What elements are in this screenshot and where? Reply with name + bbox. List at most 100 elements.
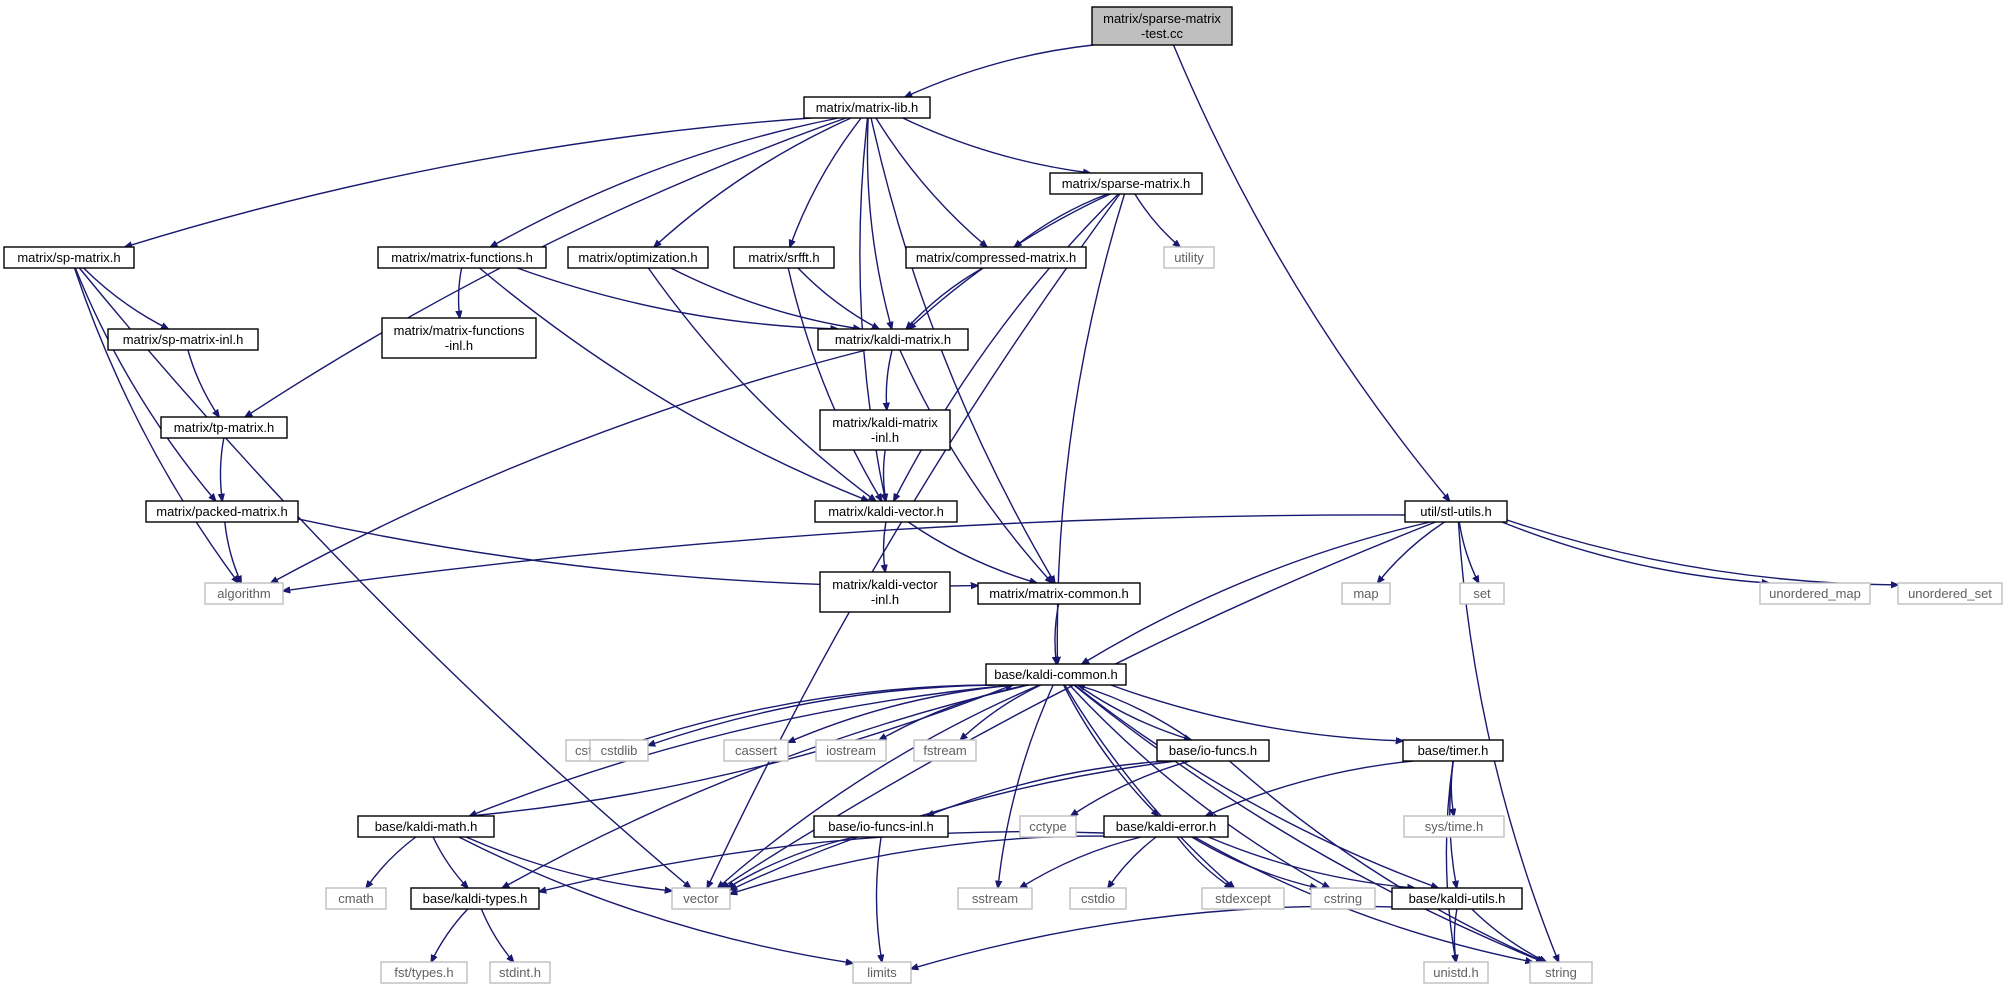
edge-optimization-to-kaldi-matrix — [670, 267, 861, 329]
node-vector: vector — [671, 887, 731, 910]
node-sstream: sstream — [957, 887, 1033, 910]
node-root[interactable]: matrix/sparse-matrix-test.cc — [1091, 6, 1233, 46]
edge-kaldi-common-to-io-funcs — [1077, 684, 1192, 740]
edge-kaldi-common-to-cstring — [1068, 684, 1330, 888]
node-packed-matrix[interactable]: matrix/packed-matrix.h — [145, 500, 299, 523]
node-label: base/io-funcs.h — [1169, 743, 1257, 758]
node-label: algorithm — [217, 586, 270, 601]
node-label: base/timer.h — [1418, 743, 1489, 758]
node-label: base/kaldi-types.h — [423, 891, 528, 906]
edge-kaldi-utils-to-string — [1471, 908, 1546, 962]
edge-matrix-lib-to-sparse-matrix — [902, 117, 1090, 173]
edge-matrix-functions-to-matrix-functions-inl — [459, 267, 462, 318]
node-label: unordered_set — [1908, 586, 1992, 601]
edge-kaldi-error-to-string — [1194, 836, 1532, 962]
node-label: fst/types.h — [394, 965, 453, 980]
node-kaldi-vector-inl[interactable]: matrix/kaldi-vector-inl.h — [819, 571, 951, 613]
edge-matrix-functions-to-kaldi-vector — [479, 267, 869, 501]
node-label: fstream — [923, 743, 966, 758]
edge-kaldi-common-to-cstdlib — [648, 684, 996, 746]
node-label: matrix/matrix-common.h — [989, 586, 1128, 601]
edge-kaldi-common-to-stdexcept — [1064, 684, 1234, 888]
node-srfft[interactable]: matrix/srfft.h — [733, 246, 835, 269]
node-label: matrix/kaldi-matrix — [832, 415, 938, 430]
edge-timer-to-unistd — [1445, 760, 1456, 962]
node-kaldi-matrix[interactable]: matrix/kaldi-matrix.h — [817, 328, 969, 351]
edge-packed-matrix-to-algorithm — [224, 521, 241, 583]
node-kaldi-common[interactable]: base/kaldi-common.h — [985, 663, 1127, 686]
node-label: matrix/kaldi-vector — [832, 577, 938, 592]
edge-kaldi-common-to-kaldi-utils — [1074, 684, 1438, 888]
node-unordered-set: unordered_set — [1897, 582, 2003, 605]
edge-stl-utils-to-unordered-set — [1506, 519, 1898, 585]
node-label: stdexcept — [1215, 891, 1271, 906]
node-label: matrix/matrix-functions — [394, 323, 525, 338]
node-label: cstdlib — [601, 743, 638, 758]
edge-sp-matrix-to-sp-matrix-inl — [83, 267, 169, 329]
node-optimization[interactable]: matrix/optimization.h — [567, 246, 709, 269]
node-label: cctype — [1029, 819, 1067, 834]
node-tp-matrix[interactable]: matrix/tp-matrix.h — [160, 416, 288, 439]
node-sparse-matrix[interactable]: matrix/sparse-matrix.h — [1049, 172, 1203, 195]
node-label: cstring — [1324, 891, 1362, 906]
node-matrix-common[interactable]: matrix/matrix-common.h — [977, 582, 1141, 605]
node-label: -inl.h — [871, 592, 899, 607]
dependency-edges — [73, 44, 1899, 969]
edge-stl-utils-to-set — [1458, 521, 1478, 583]
node-label: string — [1545, 965, 1577, 980]
node-limits: limits — [852, 961, 912, 984]
node-sp-matrix-inl[interactable]: matrix/sp-matrix-inl.h — [107, 328, 259, 351]
node-fst-types: fst/types.h — [380, 961, 468, 984]
node-string: string — [1529, 961, 1593, 984]
node-label: sstream — [972, 891, 1018, 906]
node-matrix-lib[interactable]: matrix/matrix-lib.h — [803, 96, 931, 119]
node-label: base/kaldi-error.h — [1116, 819, 1216, 834]
node-kaldi-types[interactable]: base/kaldi-types.h — [410, 887, 540, 910]
node-io-funcs[interactable]: base/io-funcs.h — [1156, 739, 1270, 762]
edge-kaldi-types-to-stdint — [480, 908, 513, 962]
edge-kaldi-error-to-cstdio — [1108, 836, 1157, 888]
node-algorithm: algorithm — [204, 582, 284, 605]
edge-srfft-to-kaldi-vector — [787, 267, 882, 501]
node-kaldi-utils[interactable]: base/kaldi-utils.h — [1391, 887, 1523, 910]
node-label: matrix/tp-matrix.h — [174, 420, 274, 435]
edge-io-funcs-to-kaldi-common — [1078, 685, 1192, 741]
node-timer[interactable]: base/timer.h — [1402, 739, 1504, 762]
edge-kaldi-error-to-stdexcept — [1176, 836, 1232, 888]
node-label: matrix/compressed-matrix.h — [916, 250, 1076, 265]
node-label: matrix/kaldi-vector.h — [828, 504, 944, 519]
node-compressed-matrix[interactable]: matrix/compressed-matrix.h — [905, 246, 1087, 269]
edge-optimization-to-kaldi-vector — [647, 267, 875, 501]
edge-matrix-lib-to-kaldi-matrix — [866, 117, 891, 329]
node-kaldi-matrix-inl[interactable]: matrix/kaldi-matrix-inl.h — [819, 409, 951, 451]
node-kaldi-vector[interactable]: matrix/kaldi-vector.h — [814, 500, 958, 523]
edge-sparse-matrix-to-kaldi-vector — [894, 193, 1119, 501]
node-label: matrix/matrix-lib.h — [816, 100, 919, 115]
node-io-funcs-inl[interactable]: base/io-funcs-inl.h — [813, 815, 949, 838]
node-label: matrix/sp-matrix.h — [17, 250, 120, 265]
edge-kaldi-math-to-kaldi-common — [469, 685, 1013, 817]
node-matrix-functions-inl[interactable]: matrix/matrix-functions-inl.h — [381, 317, 537, 359]
edge-io-funcs-to-io-funcs-inl — [927, 760, 1168, 816]
node-sp-matrix[interactable]: matrix/sp-matrix.h — [3, 246, 135, 269]
node-kaldi-math[interactable]: base/kaldi-math.h — [357, 815, 495, 838]
node-label: -inl.h — [871, 430, 899, 445]
edge-kaldi-utils-to-unistd — [1454, 908, 1457, 962]
edge-stl-utils-to-unordered-map — [1501, 521, 1769, 583]
node-label: iostream — [826, 743, 876, 758]
edge-kaldi-math-to-cmath — [366, 836, 417, 888]
edge-sparse-matrix-to-compressed-matrix — [1014, 193, 1108, 247]
node-label: base/kaldi-utils.h — [1409, 891, 1506, 906]
node-label: limits — [867, 965, 897, 980]
edge-io-funcs-inl-to-limits — [875, 836, 881, 962]
edge-kaldi-math-to-vector — [465, 836, 672, 891]
node-matrix-functions[interactable]: matrix/matrix-functions.h — [377, 246, 547, 269]
node-stl-utils[interactable]: util/stl-utils.h — [1404, 500, 1508, 523]
edge-kaldi-common-to-string — [1073, 684, 1543, 962]
node-label: base/kaldi-common.h — [994, 667, 1118, 682]
edge-srfft-to-kaldi-matrix — [797, 267, 879, 329]
node-label: vector — [683, 891, 719, 906]
node-label: cstdio — [1081, 891, 1115, 906]
node-kaldi-error[interactable]: base/kaldi-error.h — [1103, 815, 1229, 838]
